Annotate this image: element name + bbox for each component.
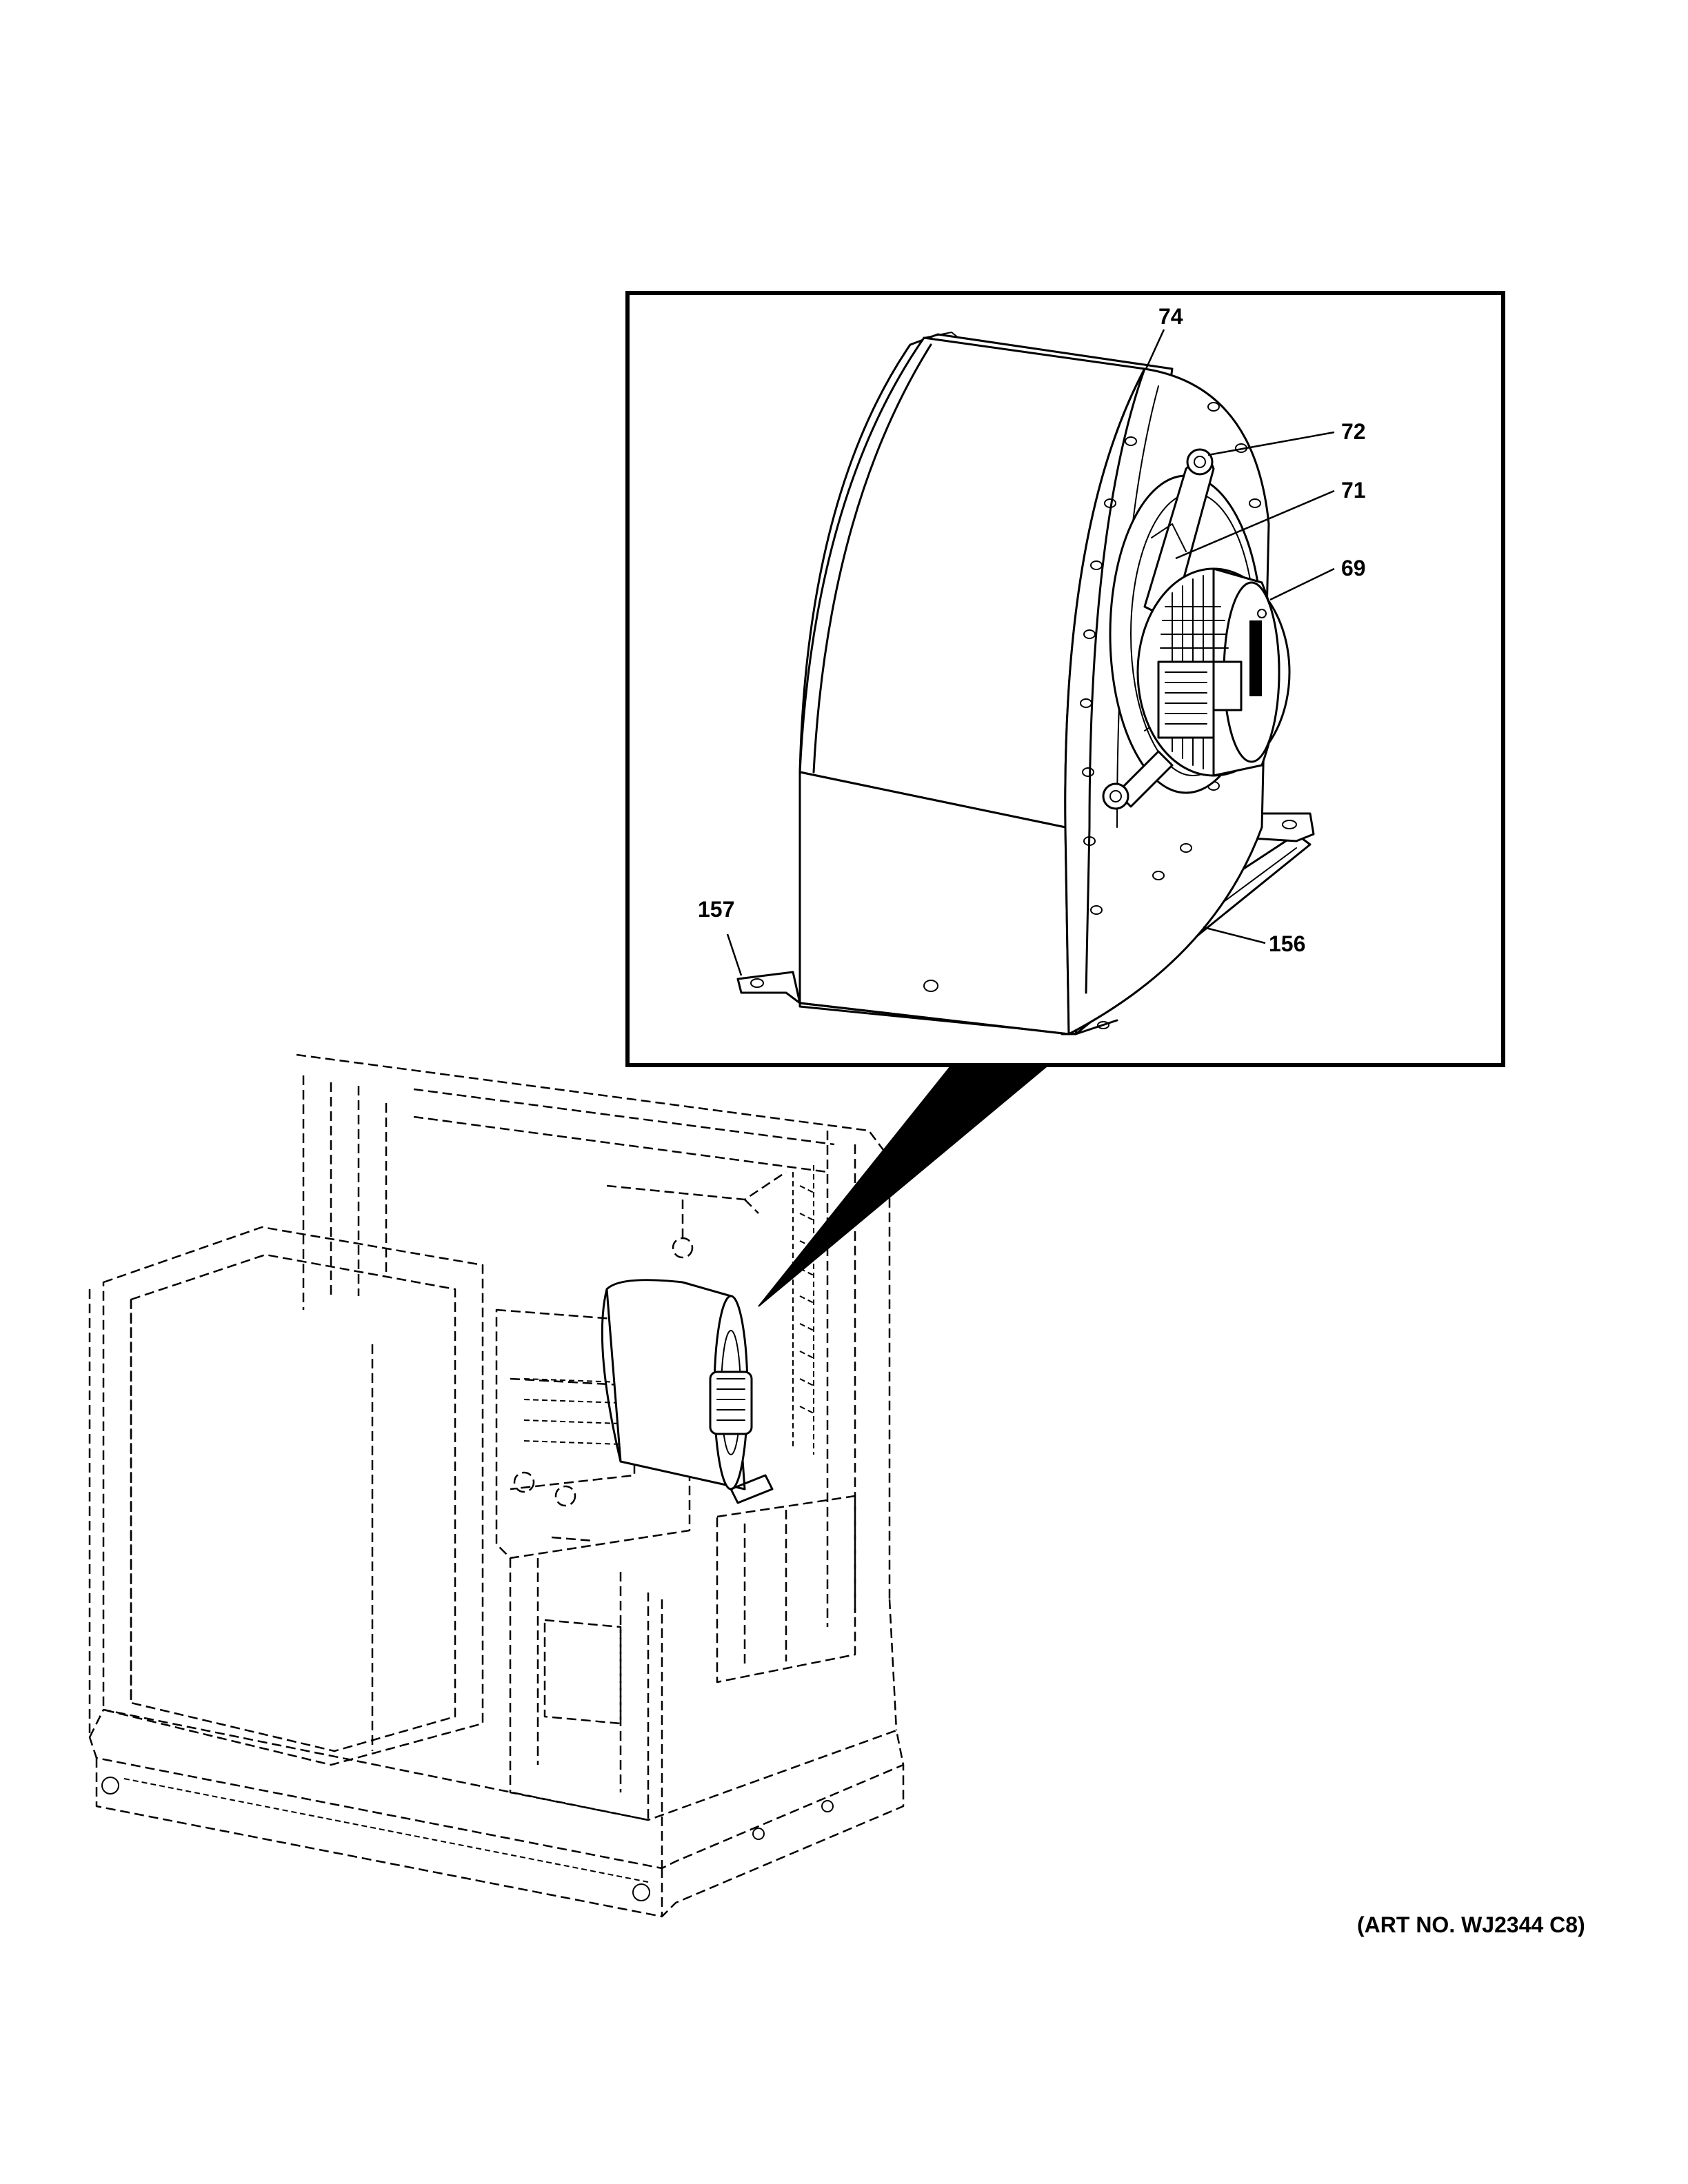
art-number: (ART NO. WJ2344 C8) [1357, 1912, 1585, 1937]
leader-lines [726, 329, 1335, 976]
callout-69: 69 [1341, 556, 1366, 580]
zoom-pointer [758, 1064, 1050, 1307]
unit-housing-phantom [88, 1053, 905, 1918]
callout-71: 71 [1341, 478, 1366, 503]
endplate-bolt-holes [1080, 402, 1261, 915]
callout-74: 74 [1158, 304, 1183, 329]
motor [1136, 567, 1291, 777]
callout-72: 72 [1341, 419, 1366, 444]
blower-assembly-detail [736, 332, 1315, 1035]
blower-in-unit [601, 1279, 774, 1504]
callout-157: 157 [698, 897, 734, 922]
callout-156: 156 [1269, 931, 1305, 956]
